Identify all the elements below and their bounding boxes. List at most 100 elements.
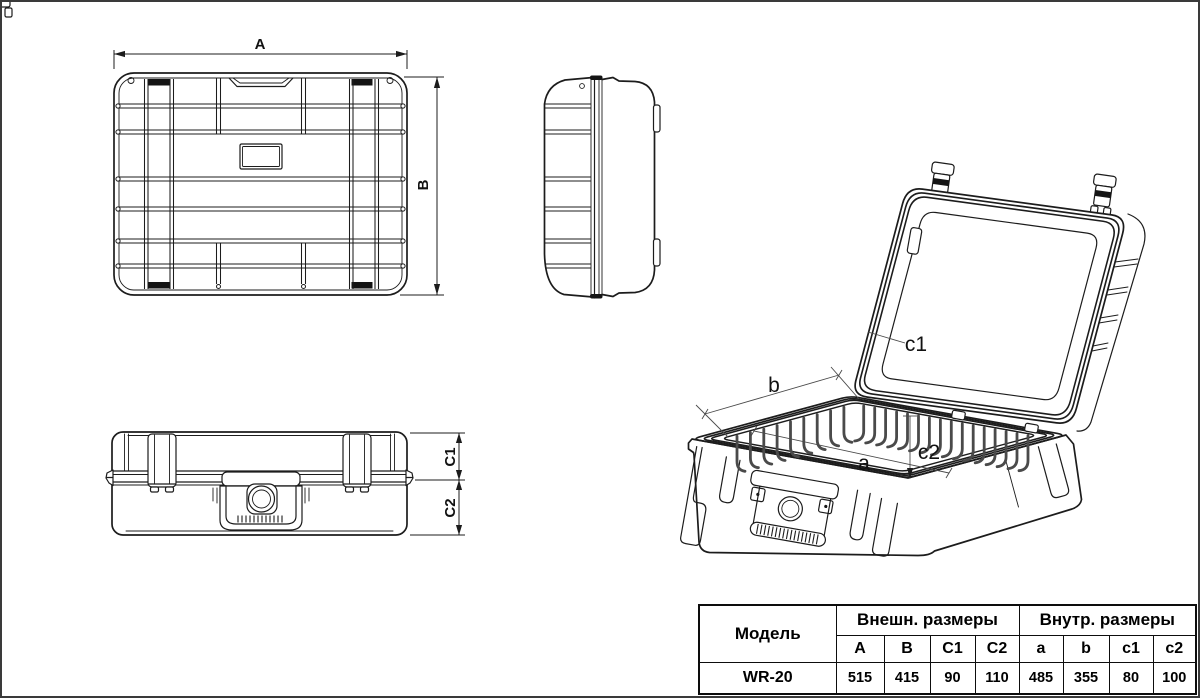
external-dims-header-cell: Внешн. размеры bbox=[835, 604, 1020, 636]
grip-hatch bbox=[755, 523, 759, 534]
lid-clip bbox=[906, 227, 923, 255]
grip-hatch bbox=[804, 532, 808, 543]
interior-rib bbox=[842, 405, 854, 444]
side-body-outline bbox=[601, 76, 656, 298]
face-rib bbox=[871, 497, 899, 557]
col-header: a bbox=[1018, 634, 1064, 663]
handle-plate bbox=[750, 469, 840, 500]
face-rib bbox=[849, 489, 871, 541]
rib-end bbox=[115, 176, 121, 182]
interior-rib bbox=[973, 426, 986, 465]
dimension-C1-C2: C1 C2 bbox=[410, 432, 465, 536]
face-rib bbox=[719, 456, 741, 504]
col-header: C1 bbox=[929, 634, 976, 663]
grip-hatch bbox=[812, 533, 815, 544]
value-cell: 80 bbox=[1108, 661, 1154, 695]
latch-slot bbox=[148, 79, 170, 86]
side-lid-outline bbox=[543, 76, 594, 298]
dimension-A: A bbox=[113, 36, 408, 69]
table-header-groups: Модель Внешн. размеры Внутр. размеры bbox=[698, 604, 1197, 663]
iso-label-b: b bbox=[768, 374, 780, 397]
screw-hole-icon bbox=[386, 77, 394, 84]
interior-rib bbox=[995, 430, 1008, 469]
col-header: B bbox=[883, 634, 931, 663]
interior-rib bbox=[853, 404, 866, 443]
top-view bbox=[113, 72, 408, 296]
rib-end bbox=[115, 129, 121, 135]
top-view-outline bbox=[113, 72, 408, 296]
grip-hatch bbox=[763, 525, 767, 536]
rib-end bbox=[115, 206, 121, 212]
nameplate-inner bbox=[242, 146, 280, 167]
interior-rib bbox=[789, 420, 800, 459]
col-header: c1 bbox=[1108, 634, 1154, 663]
latch-slot bbox=[148, 282, 170, 289]
table-row: WR-20 515 415 90 110 485 355 80 100 bbox=[698, 661, 1197, 695]
interior-rib bbox=[802, 416, 814, 455]
interior-rib bbox=[984, 428, 997, 467]
grip-hatch bbox=[797, 531, 800, 542]
value-cell: 355 bbox=[1062, 661, 1110, 695]
interior-rib bbox=[1017, 434, 1030, 473]
grip-hatch bbox=[793, 530, 797, 541]
grip-hatch bbox=[789, 529, 793, 540]
nameplate bbox=[239, 143, 283, 170]
handle-recess-inner bbox=[232, 77, 290, 84]
handle-grip-hatch bbox=[237, 515, 283, 523]
model-header-cell: Модель bbox=[698, 604, 837, 663]
front-view bbox=[105, 431, 414, 536]
tray-rim bbox=[695, 396, 1063, 478]
lock-icon-inner bbox=[252, 489, 271, 509]
rib-end bbox=[216, 284, 221, 289]
interior-rib bbox=[1006, 432, 1019, 471]
grip-hatch bbox=[767, 525, 770, 536]
corner-foot bbox=[680, 445, 707, 546]
rib-end bbox=[115, 263, 121, 269]
model-cell: WR-20 bbox=[698, 661, 837, 695]
dim-label-C2: C2 bbox=[442, 498, 459, 517]
value-cell: 110 bbox=[974, 661, 1020, 695]
interior-rib bbox=[930, 418, 942, 457]
lid-shell-edge bbox=[1076, 213, 1146, 432]
rib-end bbox=[400, 238, 406, 244]
front-latch-left bbox=[147, 433, 177, 493]
hinge-tab bbox=[652, 104, 661, 133]
value-cell: 90 bbox=[929, 661, 976, 695]
parting-cap bbox=[590, 75, 603, 80]
hinge-tab bbox=[652, 238, 661, 267]
front-latch-right bbox=[342, 433, 372, 493]
rib-end bbox=[400, 206, 406, 212]
top-view-horizontal-ribs bbox=[115, 103, 406, 269]
grip-hatch bbox=[770, 526, 774, 537]
value-cell: 485 bbox=[1018, 661, 1064, 695]
interior-rib bbox=[815, 413, 827, 451]
col-header: b bbox=[1062, 634, 1110, 663]
interior-rib bbox=[919, 416, 931, 455]
tray-front-face bbox=[680, 445, 899, 557]
latch-slot bbox=[351, 282, 373, 289]
top-view-inner-line bbox=[118, 77, 403, 291]
table-header-columns: A B C1 C2 a b c1 c2 bbox=[699, 634, 1197, 663]
handle-recess bbox=[228, 77, 294, 88]
interior-ribs bbox=[735, 404, 1030, 473]
grip-hatch bbox=[782, 528, 785, 539]
interior-rib bbox=[762, 427, 774, 466]
interior-rib bbox=[735, 434, 747, 473]
interior-rib bbox=[962, 424, 975, 463]
rib-end bbox=[301, 284, 306, 289]
iso-label-c1: c1 bbox=[905, 333, 927, 356]
rib-end bbox=[400, 263, 406, 269]
grip-hatch bbox=[759, 524, 763, 535]
screw-hole-icon bbox=[579, 83, 585, 89]
side-view bbox=[543, 75, 661, 299]
grip-coil-hatch bbox=[755, 523, 819, 545]
interior-rib bbox=[897, 412, 909, 451]
grip-hatch bbox=[774, 527, 778, 538]
hinge-pin bbox=[1024, 422, 1039, 434]
interior-rib bbox=[951, 422, 964, 461]
value-cell: 515 bbox=[835, 661, 885, 695]
rib-end bbox=[400, 176, 406, 182]
grip-hatch bbox=[778, 527, 782, 538]
rib-end bbox=[115, 238, 121, 244]
